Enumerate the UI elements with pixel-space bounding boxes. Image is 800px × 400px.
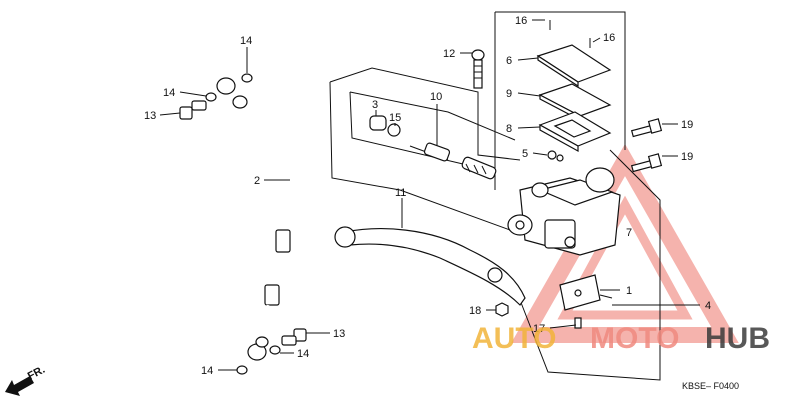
- callout-14b: 14: [163, 87, 175, 99]
- callout-17: 17: [533, 323, 545, 335]
- boot-ring: [387, 123, 401, 137]
- reservoir-cap: [536, 44, 612, 88]
- callout-18: 18: [469, 305, 481, 317]
- assembly-outline: [329, 11, 661, 381]
- callout-12: 12: [443, 48, 455, 60]
- callout-16b: 16: [603, 32, 615, 44]
- washer-upper-1: [241, 73, 253, 83]
- clip: [547, 150, 564, 162]
- brake-lever: [334, 226, 526, 306]
- callout-14d: 14: [201, 365, 213, 377]
- pivot-bolt: [471, 49, 485, 89]
- callout-9: 9: [506, 88, 512, 100]
- callout-14a: 14: [240, 35, 252, 47]
- brake-hose: [216, 77, 294, 361]
- holder-bolt-upper: [630, 118, 663, 138]
- watermark-logo: AUTO MOTO HUB: [472, 322, 770, 355]
- diagram-code: KBSE– F0400: [682, 381, 739, 391]
- watermark-word-c: HUB: [705, 322, 770, 355]
- callout-15: 15: [389, 112, 401, 124]
- callout-5: 5: [522, 148, 528, 160]
- callout-3: 3: [372, 99, 378, 111]
- callout-2: 2: [254, 175, 260, 187]
- callout-14c: 14: [297, 348, 309, 360]
- front-arrow-icon: FR.: [5, 364, 47, 396]
- callout-6: 6: [506, 55, 512, 67]
- washer-lower-2: [236, 365, 248, 375]
- washer-lower-1: [269, 345, 281, 355]
- holder-bolt-lower: [630, 153, 663, 173]
- callout-8: 8: [506, 123, 512, 135]
- brake-switch: [559, 274, 613, 311]
- front-direction-label: FR.: [26, 364, 47, 383]
- washer-upper-2: [205, 92, 217, 102]
- callout-11: 11: [395, 187, 406, 199]
- piston-set: [409, 142, 497, 180]
- master-cylinder-body: [507, 167, 621, 256]
- callout-7: 7: [626, 227, 632, 239]
- diaphragm-plate: [538, 111, 612, 153]
- callout-16a: 16: [515, 15, 527, 27]
- callout-1: 1: [626, 285, 632, 297]
- banjo-bolt-lower: [281, 328, 307, 346]
- nut-18: [495, 302, 509, 317]
- callout-4: 4: [705, 300, 711, 312]
- leader-lines: [159, 19, 700, 371]
- banjo-bolt-upper: [179, 100, 207, 120]
- piston-cup: [369, 115, 387, 131]
- screw-17: [574, 317, 582, 329]
- callout-10: 10: [430, 91, 442, 103]
- callout-19b: 19: [681, 151, 693, 163]
- watermark-word-b: MOTO: [590, 322, 679, 355]
- callout-labels: 16 16 6 12 9 8 5 19 19 3 15 10 14 14 13 …: [144, 15, 711, 377]
- callout-13b: 13: [333, 328, 345, 340]
- callout-13a: 13: [144, 110, 156, 122]
- watermark-word-a: AUTO: [472, 322, 556, 355]
- callout-19a: 19: [681, 119, 693, 131]
